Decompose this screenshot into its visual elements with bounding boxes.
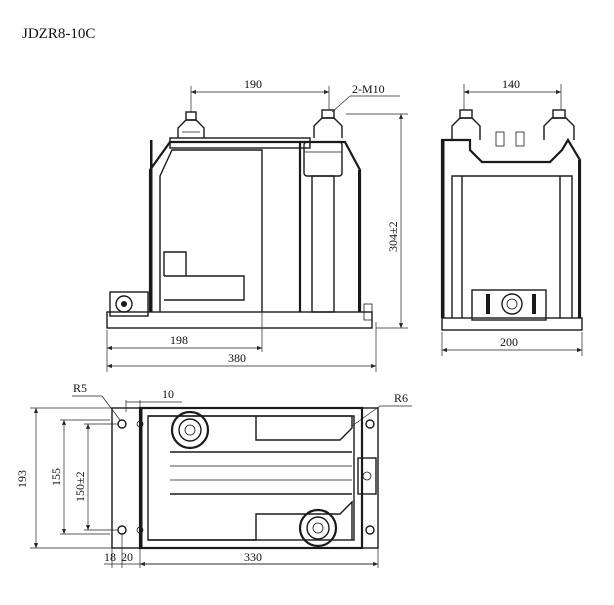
dim-offset-a: 18 <box>104 550 116 564</box>
dim-front-total-width: 380 <box>228 351 246 365</box>
dim-front-inner-width: 198 <box>170 333 188 347</box>
drawing-title: JDZR8-10C <box>22 26 95 42</box>
dim-length: 330 <box>244 550 262 564</box>
dim-mid-height: 155 <box>49 468 63 486</box>
radius-right: R6 <box>394 391 408 405</box>
dim-front-top: 190 <box>244 77 262 91</box>
top-view: R5 10 R6 193 155 150±2 18 20 330 <box>15 381 412 568</box>
dim-offset-b: 20 <box>121 550 133 564</box>
dim-outer-height: 193 <box>15 470 29 488</box>
side-view: 140 200 <box>440 77 583 356</box>
front-view: 190 2-M10 304±2 198 380 <box>106 77 408 372</box>
dim-side-width: 200 <box>500 335 518 349</box>
dim-slot: 10 <box>162 387 174 401</box>
dim-front-height: 304±2 <box>386 221 400 252</box>
radius-left: R5 <box>73 381 87 395</box>
thread-label: 2-M10 <box>352 82 385 96</box>
dim-side-top: 140 <box>502 77 520 91</box>
dim-hole-spacing: 150±2 <box>73 471 87 502</box>
